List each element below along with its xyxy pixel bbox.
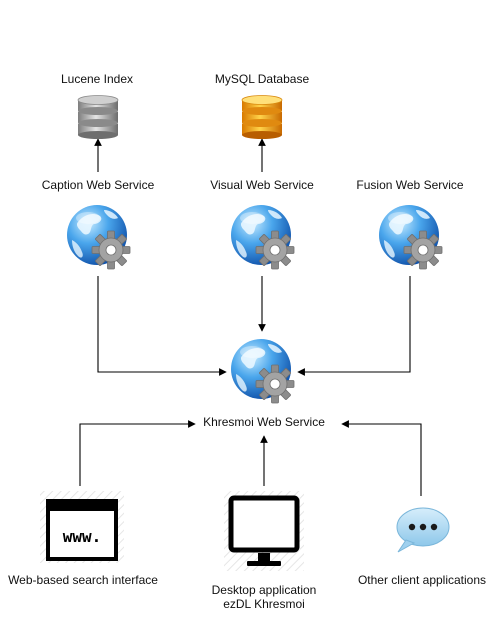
globe-gear-icon: [66, 204, 131, 270]
desktop-label-line2: ezDL Khresmoi: [223, 597, 305, 611]
node-khresmoi-web-service: Khresmoi Web Service: [203, 338, 325, 429]
lucene-label: Lucene Index: [61, 72, 133, 86]
edge-fusion-to-khresmoi: [297, 276, 411, 376]
database-orange-icon: [241, 95, 283, 139]
mysql-label: MySQL Database: [215, 72, 310, 86]
monitor-icon: [228, 495, 300, 566]
node-desktop-application: Desktop application ezDL Khresmoi: [212, 491, 317, 611]
speech-bubble-icon: [396, 507, 450, 553]
other-label: Other client applications: [358, 573, 486, 587]
khresmoi-label: Khresmoi Web Service: [203, 415, 325, 429]
database-gray-icon: [77, 95, 119, 139]
edges: [79, 138, 422, 496]
web-label: Web-based search interface: [8, 573, 158, 587]
fusion-label: Fusion Web Service: [356, 178, 463, 192]
node-other-client-applications: Other client applications: [358, 507, 486, 587]
visual-label: Visual Web Service: [210, 178, 314, 192]
www-text: www.: [63, 527, 102, 546]
node-mysql-database: MySQL Database: [215, 72, 310, 139]
edge-other-to-khresmoi: [341, 420, 422, 496]
node-web-search-interface: www. Web-based search interface: [8, 491, 158, 587]
globe-gear-icon: [230, 338, 295, 404]
caption-label: Caption Web Service: [42, 178, 155, 192]
node-fusion-web-service: Fusion Web Service: [356, 178, 464, 270]
edge-caption-to-khresmoi: [97, 276, 227, 376]
desktop-label-line1: Desktop application: [212, 583, 317, 597]
globe-gear-icon: [230, 204, 295, 270]
node-lucene-index: Lucene Index: [61, 72, 133, 139]
edge-web-to-khresmoi: [79, 420, 196, 486]
node-visual-web-service: Visual Web Service: [210, 178, 314, 270]
node-caption-web-service: Caption Web Service: [42, 178, 155, 270]
globe-gear-icon: [378, 204, 443, 270]
browser-window-icon: www.: [46, 499, 118, 561]
